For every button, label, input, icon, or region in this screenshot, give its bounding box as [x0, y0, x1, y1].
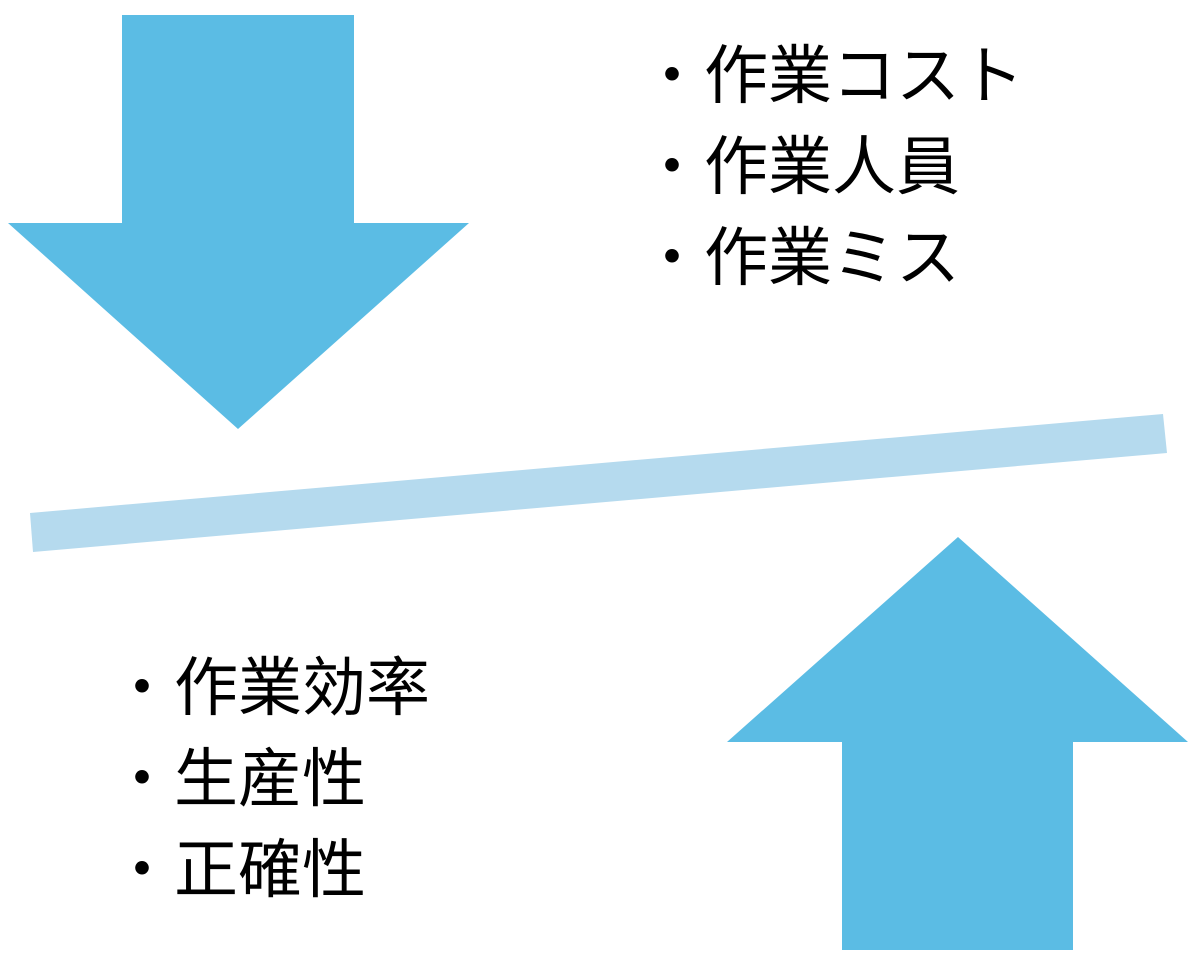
list-item-work-efficiency: ・作業効率 — [110, 652, 430, 726]
list-item-work-errors: ・作業ミス — [640, 222, 960, 296]
list-item-productivity: ・生産性 — [110, 743, 366, 817]
list-item-work-cost: ・作業コスト — [640, 40, 1024, 114]
down-arrow-icon — [8, 15, 469, 429]
increase-items-list: ・作業効率 ・生産性 ・正確性 — [110, 644, 430, 917]
list-item-accuracy: ・正確性 — [110, 834, 366, 908]
up-arrow-icon — [727, 537, 1188, 950]
balance-bar — [30, 414, 1167, 552]
decrease-items-list: ・作業コスト ・作業人員 ・作業ミス — [640, 32, 1024, 305]
list-item-work-staff: ・作業人員 — [640, 131, 960, 205]
